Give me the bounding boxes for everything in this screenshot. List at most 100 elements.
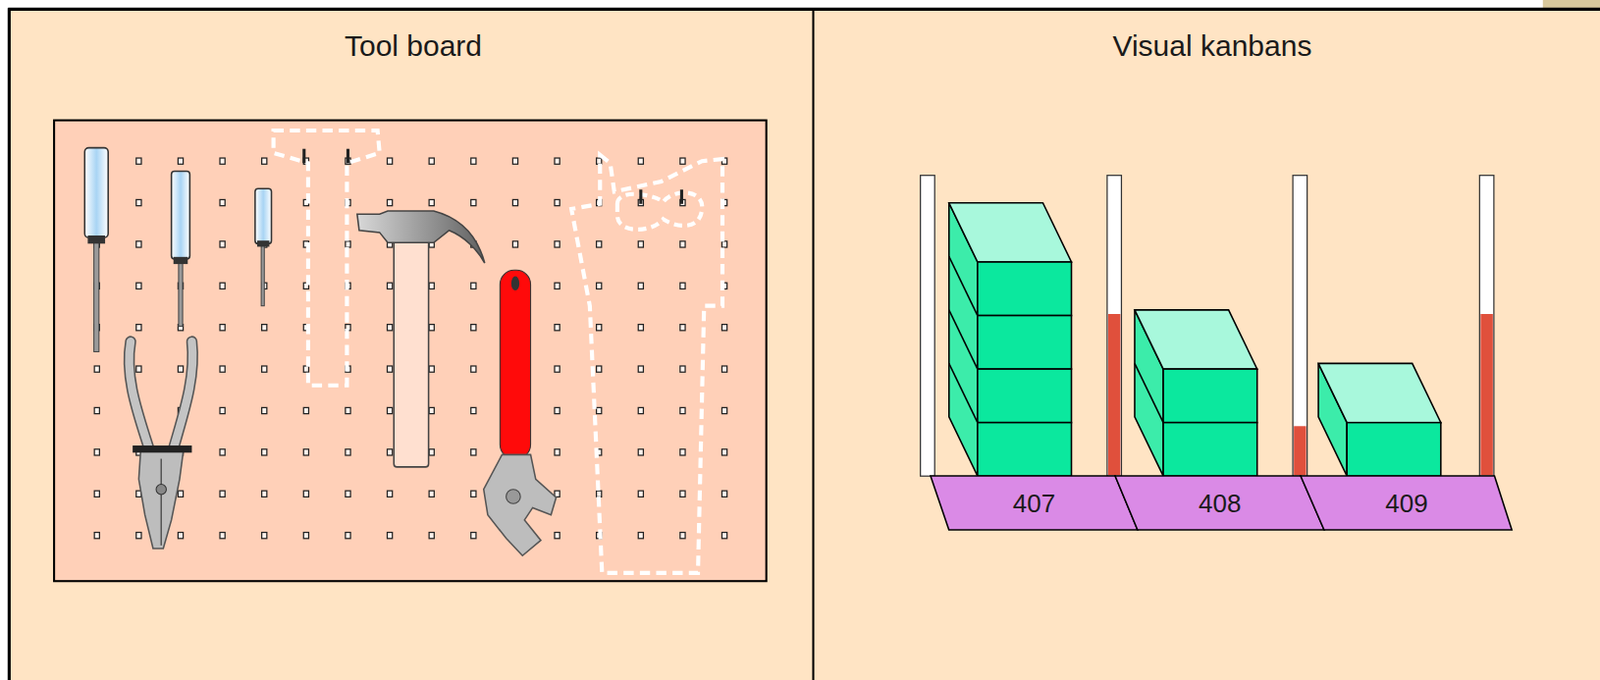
wrench	[483, 269, 557, 556]
peg-hole	[303, 533, 309, 539]
peg-hole	[471, 449, 477, 456]
peg-hole	[219, 282, 225, 289]
peg-hole	[638, 324, 643, 331]
peg-hole	[387, 324, 393, 331]
peg-hole	[219, 490, 225, 497]
peg-hole	[387, 533, 393, 539]
corner-tab	[1543, 0, 1600, 8]
peg-hole	[721, 449, 727, 456]
peg-hole	[596, 282, 602, 289]
peg-hole	[177, 490, 183, 497]
peg-hole	[136, 199, 142, 206]
peg-hole	[680, 366, 686, 373]
peg-hole	[471, 282, 477, 289]
peg-hole	[680, 282, 686, 289]
peg-hole	[596, 324, 602, 331]
peg-hole	[596, 407, 602, 414]
peg-hole	[596, 366, 602, 373]
peg-hole	[638, 366, 643, 373]
peg-hole	[680, 324, 686, 331]
peg-hole	[219, 199, 225, 206]
peg-hole	[262, 533, 267, 539]
bin-label: 407	[930, 476, 1138, 531]
peg-hole	[471, 324, 477, 331]
peg-hole	[387, 449, 393, 456]
peg-hole	[387, 366, 393, 373]
panel-heading: Tool board	[344, 29, 482, 62]
peg-hole	[219, 407, 225, 414]
peg-hole	[596, 490, 602, 497]
pegboard	[53, 120, 767, 583]
screwdriver	[171, 171, 191, 327]
screwdriver	[84, 148, 108, 353]
peg-hole	[262, 324, 267, 331]
missing-hammer-outline	[273, 130, 380, 386]
level-bar	[1479, 175, 1494, 477]
peg-hole	[262, 490, 267, 497]
peg-hole	[345, 241, 351, 248]
panel-divider	[811, 7, 814, 680]
peg-hole	[471, 407, 477, 414]
peg-hole	[303, 490, 309, 497]
peg-hole	[721, 490, 727, 497]
peg-hole	[721, 366, 727, 373]
peg-hole	[638, 533, 643, 539]
peg-hole	[345, 449, 351, 456]
peg-hole	[638, 282, 643, 289]
peg-hole	[219, 533, 225, 539]
peg-hole	[721, 533, 727, 539]
screwdriver	[255, 188, 272, 306]
peg-hole	[428, 199, 434, 206]
level-bar	[920, 175, 936, 477]
bin-number: 407	[1013, 489, 1056, 519]
peg-hole	[638, 158, 643, 164]
peg-hole	[596, 158, 602, 164]
peg-hole	[428, 158, 434, 164]
peg-hole	[512, 199, 518, 206]
box-stack	[1318, 363, 1441, 477]
peg-hole	[512, 158, 518, 164]
peg-hole	[471, 199, 477, 206]
peg-hole	[136, 533, 142, 539]
peg-hole	[680, 533, 686, 539]
peg-hole	[94, 366, 100, 373]
frame-line	[7, 7, 1600, 11]
box-stack	[949, 203, 1072, 477]
bin-base	[930, 476, 1138, 531]
peg-hole	[136, 324, 142, 331]
peg-hole	[680, 449, 686, 456]
peg-hole	[680, 241, 686, 248]
peg-hole	[177, 158, 183, 164]
peg-hole	[345, 407, 351, 414]
bin-number: 409	[1385, 489, 1428, 519]
level-bars	[920, 175, 1494, 477]
peg-hole	[219, 158, 225, 164]
peg-hole	[387, 490, 393, 497]
peg-hole	[680, 158, 686, 164]
peg-holes	[94, 158, 728, 539]
peg-hole	[554, 158, 560, 164]
peg-hole	[387, 407, 393, 414]
peg-hole	[471, 533, 477, 539]
peg-hole	[387, 282, 393, 289]
peg-hole	[554, 282, 560, 289]
panel-heading: Visual kanbans	[1112, 29, 1312, 62]
box-stacks	[949, 203, 1441, 477]
peg-hole	[136, 282, 142, 289]
peg-hole	[428, 449, 434, 456]
hammer	[357, 211, 485, 468]
peg-hole	[387, 158, 393, 164]
peg-hole	[262, 449, 267, 456]
peg-hole	[680, 407, 686, 414]
peg-hole	[428, 533, 434, 539]
peg-hole	[136, 158, 142, 164]
peg-hole	[94, 490, 100, 497]
panel: Visual kanbans407408409	[813, 7, 1600, 680]
peg-hole	[428, 366, 434, 373]
peg-hole	[680, 490, 686, 497]
peg-hole	[596, 241, 602, 248]
peg-hole	[428, 490, 434, 497]
